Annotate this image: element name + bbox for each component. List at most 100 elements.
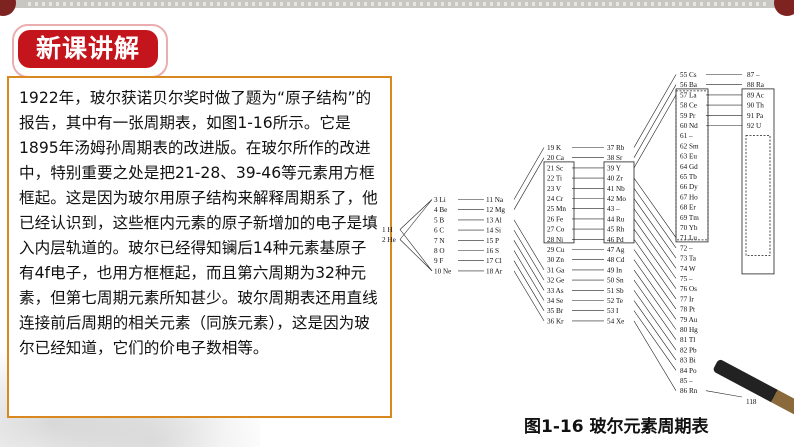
element-label: 2 He <box>382 236 396 244</box>
group-connector <box>513 219 545 271</box>
group-connector <box>513 157 545 210</box>
element-label: 44 Ru <box>607 215 625 223</box>
element-label: 71 Lu <box>680 234 697 242</box>
corner-ornament-left <box>0 0 16 16</box>
element-label: 31 Ga <box>547 266 565 274</box>
group-connector <box>633 320 677 391</box>
group-connector <box>633 198 677 259</box>
element-label: 53 I <box>607 307 619 315</box>
element-label: 17 Cl <box>486 257 502 265</box>
element-label: 89 Ac <box>747 91 764 99</box>
group-connector <box>633 84 677 158</box>
group-connector <box>633 228 677 289</box>
element-label: 25 Mn <box>547 205 566 213</box>
element-label: 40 Zr <box>607 175 623 183</box>
element-label: 27 Co <box>547 226 565 234</box>
period-7-box <box>741 88 775 275</box>
element-label: 24 Cr <box>547 195 564 203</box>
element-label: 41 Nb <box>607 185 625 193</box>
element-label: 69 Tm <box>680 214 699 222</box>
element-label: 38 Sr <box>607 154 623 162</box>
group-connector <box>633 269 677 330</box>
group-connector <box>399 199 433 230</box>
element-label: 42 Mo <box>607 195 626 203</box>
element-label: 28 Ni <box>547 236 563 244</box>
group-connector <box>633 279 677 340</box>
figure-caption: 图1-16 玻尔元素周期表 <box>524 417 709 437</box>
group-connector <box>399 239 433 272</box>
element-label: 59 Pr <box>680 112 696 120</box>
element-label: 33 As <box>547 287 564 295</box>
element-label: 50 Sn <box>607 277 624 285</box>
element-label: 16 S <box>486 247 499 255</box>
element-label: 45 Rh <box>607 226 625 234</box>
group-connector <box>633 188 677 249</box>
group-connector <box>399 229 433 272</box>
element-label: 5 B <box>434 216 444 224</box>
element-label: 62 Sm <box>680 142 699 150</box>
group-connector <box>513 147 545 200</box>
element-label: 91 Pa <box>747 112 764 120</box>
element-label: 6 C <box>434 227 444 235</box>
element-label: 21 Sc <box>547 164 563 172</box>
group-connector <box>633 249 677 310</box>
transition-box-21-28 <box>543 161 575 244</box>
element-label: 32 Ge <box>547 277 564 285</box>
element-label: 46 Pd <box>607 236 624 244</box>
element-label: 30 Zn <box>547 256 564 264</box>
element-label-118: 118 <box>746 398 757 406</box>
element-label: 58 Ce <box>680 102 697 110</box>
group-connector <box>633 239 677 300</box>
element-label: 82 Pb <box>680 346 697 354</box>
element-label: 54 Xe <box>607 317 624 325</box>
element-label: 37 Rb <box>607 144 625 152</box>
element-label: 14 Si <box>486 227 501 235</box>
element-label: 55 Cs <box>680 71 697 79</box>
element-label: 85 – <box>680 377 693 385</box>
element-label: 75 – <box>680 275 693 283</box>
element-label: 51 Sb <box>607 287 624 295</box>
group-connector <box>633 74 677 148</box>
element-label: 1 H <box>382 226 393 234</box>
group-connector <box>633 208 677 269</box>
element-label: 22 Ti <box>547 175 562 183</box>
group-connector <box>633 259 677 320</box>
corner-ornament-right <box>774 0 794 16</box>
element-label: 77 Ir <box>680 295 694 303</box>
element-label: 13 Al <box>486 216 502 224</box>
element-label: 73 Ta <box>680 255 697 263</box>
element-label: 19 K <box>547 144 562 152</box>
element-label: 12 Mg <box>486 206 505 214</box>
element-label: 76 Os <box>680 285 697 293</box>
element-label: 84 Po <box>680 367 697 375</box>
element-label: 92 U <box>747 122 762 130</box>
element-label: 66 Dy <box>680 183 698 191</box>
element-label: 67 Ho <box>680 193 698 201</box>
element-label: 39 Y <box>607 164 622 172</box>
element-label: 81 Tl <box>680 336 695 344</box>
element-label: 83 Bi <box>680 357 696 365</box>
group-connector <box>633 177 677 238</box>
element-label: 49 In <box>607 266 622 274</box>
element-label: 79 Au <box>680 316 698 324</box>
period-7-unknown-box <box>745 135 771 256</box>
group-connector <box>399 199 433 240</box>
element-label: 64 Gd <box>680 163 698 171</box>
element-label: 68 Er <box>680 204 696 212</box>
element-label: 11 Na <box>486 196 504 204</box>
element-label: 23 V <box>547 185 562 193</box>
element-label: 52 Te <box>607 297 623 305</box>
group-connector <box>633 94 677 169</box>
element-label: 57 La <box>680 91 697 99</box>
element-label: 8 O <box>434 247 445 255</box>
body-text: 1922年，玻尔获诺贝尔奖时做了题为“原子结构”的报告，其中有一张周期表，如图1… <box>7 76 392 418</box>
group-connector <box>513 270 545 322</box>
element-label: 70 Yb <box>680 224 698 232</box>
element-label: 48 Cd <box>607 256 625 264</box>
element-label: 7 N <box>434 237 445 245</box>
element-label: 34 Se <box>547 297 563 305</box>
element-label: 61 – <box>680 132 693 140</box>
element-label: 65 Tb <box>680 173 697 181</box>
element-label: 29 Cu <box>547 246 565 254</box>
